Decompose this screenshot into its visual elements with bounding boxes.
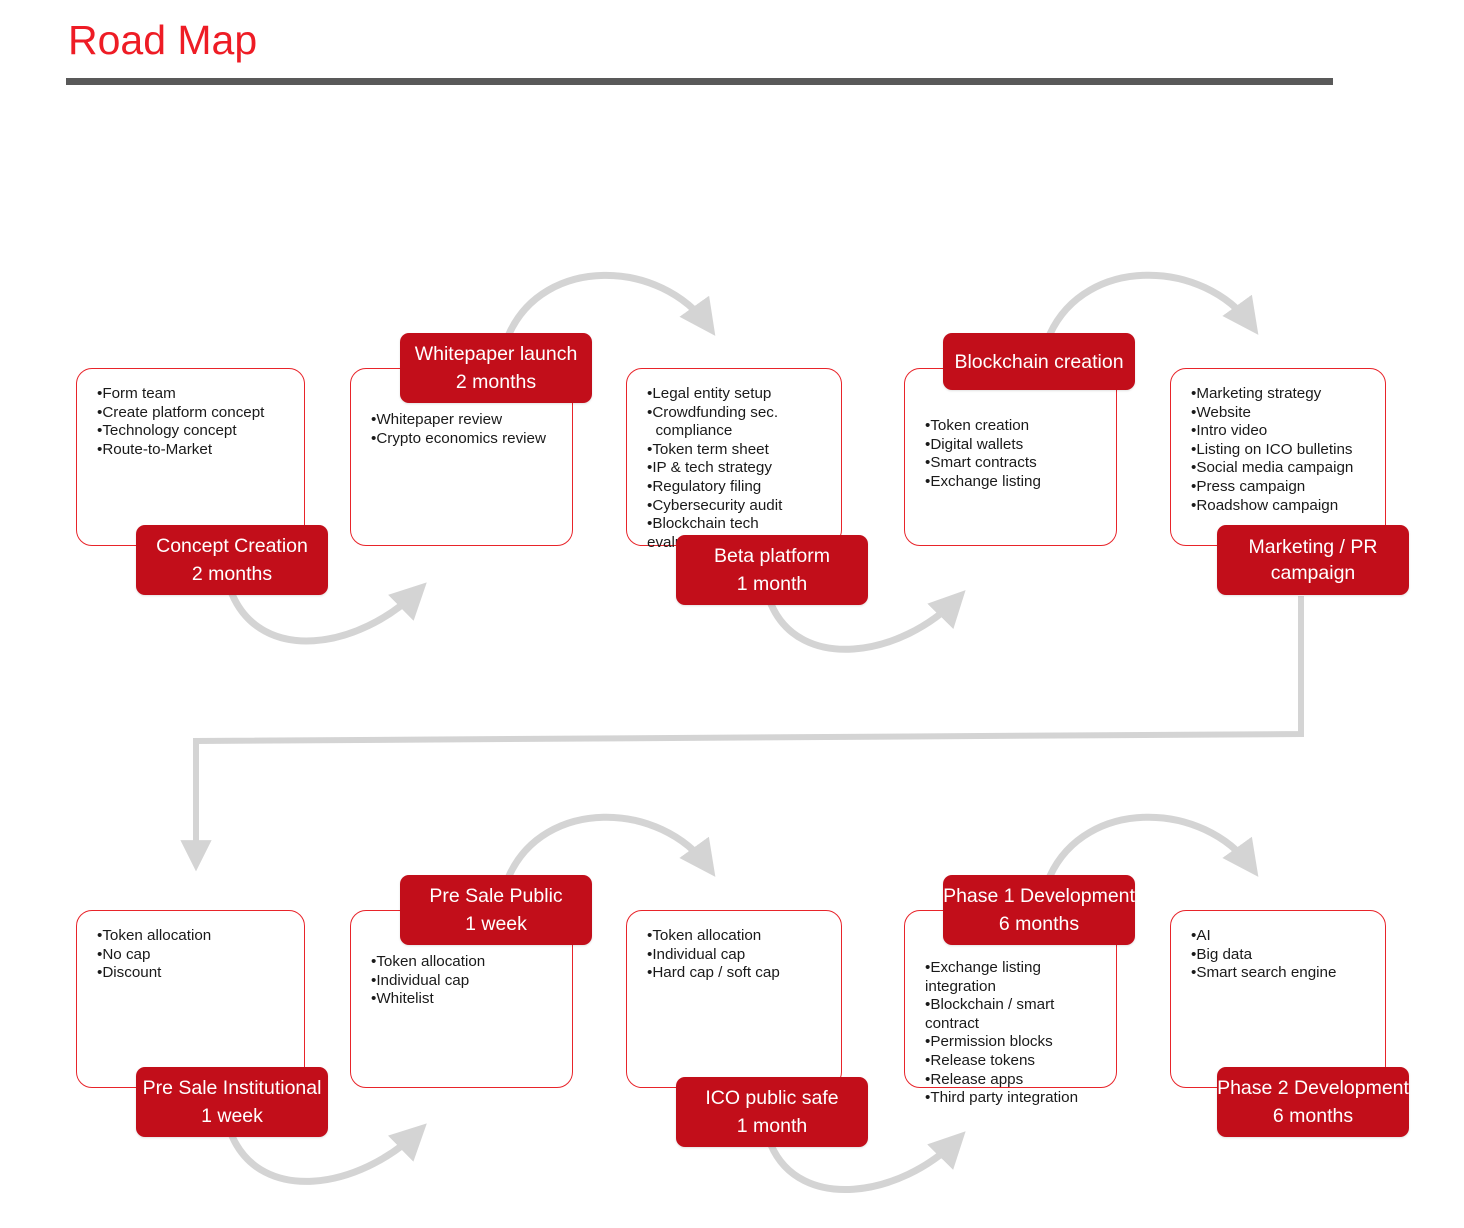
list-item: •Third party integration [925, 1089, 1079, 1107]
phase-duration: 6 months [1272, 1105, 1354, 1127]
list-item: •Cybersecurity audit [647, 496, 783, 514]
list-item: •Smart search engine [1191, 964, 1337, 982]
phase-label: Pre Sale Institutional [142, 1077, 322, 1099]
list-item: •Whitelist [371, 990, 434, 1008]
connector-blockchain-to-marketing [1046, 271, 1259, 338]
list-item: •Blockchain / smart contract [925, 996, 1059, 1032]
phase-duration: 1 month [736, 1115, 808, 1137]
phase-card-phase-2-development[interactable]: •AI •Big data •Smart search engine [1170, 910, 1386, 1088]
phase-bullet-list: •Legal entity setup •Crowdfunding sec. c… [647, 385, 827, 552]
list-item: •Smart contracts [925, 454, 1037, 472]
phase-card-phase-1-development[interactable]: •Exchange listing integration •Blockchai… [904, 910, 1117, 1106]
list-item: •Big data [1191, 945, 1253, 963]
connector-whitepaper-to-beta [505, 271, 716, 338]
list-item: •Permission blocks [925, 1033, 1053, 1051]
phase-chip-phase-1-development[interactable]: Phase 1 Development 6 months [943, 875, 1135, 945]
connector-presale-institutional-to-presale-public [228, 1123, 427, 1185]
list-item: •Individual cap [647, 945, 746, 963]
phase-duration: 2 months [455, 371, 537, 393]
phase-chip-pre-sale-public[interactable]: Pre Sale Public 1 week [400, 875, 592, 945]
list-item: •Legal entity setup [647, 385, 772, 402]
connector-concept-to-whitepaper [228, 582, 427, 645]
list-item: •Token allocation [371, 953, 486, 970]
list-item: •Digital wallets [925, 435, 1024, 453]
connector-beta-to-blockchain [767, 590, 966, 653]
list-item: •Intro video [1191, 422, 1268, 440]
list-item: •Create platform concept [97, 403, 265, 421]
phase-duration: 1 month [736, 573, 808, 595]
phase-bullet-list: •Token allocation •No cap •Discount [97, 927, 290, 983]
phase-bullet-list: •Marketing strategy •Website •Intro vide… [1191, 385, 1371, 515]
phase-label: Pre Sale Public [429, 885, 563, 907]
phase-card-ico-public-safe[interactable]: •Token allocation •Individual cap •Hard … [626, 910, 842, 1088]
phase-chip-pre-sale-institutional[interactable]: Pre Sale Institutional 1 week [136, 1067, 328, 1137]
phase-duration: 2 months [191, 563, 273, 585]
phase-duration: 1 week [465, 913, 527, 935]
list-item: •Release apps [925, 1070, 1024, 1088]
list-item: •Individual cap [371, 971, 470, 989]
phase-bullet-list: •Exchange listing integration •Blockchai… [925, 959, 1102, 1108]
list-item: •Crypto economics review [371, 429, 546, 447]
phase-label: ICO public safe [705, 1087, 839, 1109]
list-item: •Token allocation [647, 927, 762, 944]
list-item: •Social media campaign [1191, 459, 1354, 477]
connector-marketing-to-presale-institutional [180, 596, 1304, 872]
phase-label: Whitepaper launch [414, 343, 578, 365]
phase-bullet-list: •Token allocation •Individual cap •White… [371, 953, 558, 1009]
list-item: •Roadshow campaign [1191, 496, 1339, 514]
phase-duration: 1 week [201, 1105, 263, 1127]
list-item: •Form team [97, 385, 176, 402]
list-item: •Exchange listing [925, 472, 1041, 490]
list-item: •Regulatory filing [647, 477, 762, 495]
phase-chip-ico-public-safe[interactable]: ICO public safe 1 month [676, 1077, 868, 1147]
phase-bullet-list: •Token creation •Digital wallets •Smart … [925, 417, 1102, 491]
list-item: •Route-to-Market [97, 440, 213, 458]
phase-chip-marketing-pr-campaign[interactable]: Marketing / PR campaign [1217, 525, 1409, 595]
phase-card-marketing-pr-campaign[interactable]: •Marketing strategy •Website •Intro vide… [1170, 368, 1386, 546]
phase-card-beta-platform[interactable]: •Legal entity setup •Crowdfunding sec. c… [626, 368, 842, 551]
phase-chip-phase-2-development[interactable]: Phase 2 Development 6 months [1217, 1067, 1409, 1137]
list-item: •IP & tech strategy [647, 459, 772, 477]
phase-bullet-list: •AI •Big data •Smart search engine [1191, 927, 1371, 983]
list-item: •Release tokens [925, 1051, 1036, 1069]
phase-chip-blockchain-creation[interactable]: Blockchain creation [943, 333, 1135, 390]
list-item: •Technology concept [97, 422, 237, 440]
connector-presale-public-to-ico [505, 813, 716, 880]
list-item: •Press campaign [1191, 477, 1306, 495]
phase-label: Phase 2 Development [1217, 1077, 1409, 1099]
list-item: •Token creation [925, 417, 1030, 434]
list-item: •Exchange listing integration [925, 959, 1046, 995]
phase-label: Beta platform [714, 545, 830, 567]
phase-bullet-list: •Whitepaper review •Crypto economics rev… [371, 411, 558, 448]
list-item: •Token term sheet [647, 440, 769, 458]
phase-chip-beta-platform[interactable]: Beta platform 1 month [676, 535, 868, 605]
list-item: •Website [1191, 403, 1251, 421]
phase-label: Concept Creation [156, 535, 308, 557]
phase-chip-whitepaper-launch[interactable]: Whitepaper launch 2 months [400, 333, 592, 403]
phase-bullet-list: •Form team •Create platform concept •Tec… [97, 385, 290, 459]
list-item: •Hard cap / soft cap [647, 964, 780, 982]
list-item: •Token allocation [97, 927, 212, 944]
list-item: •Listing on ICO bulletins [1191, 440, 1353, 458]
phase-label: Marketing / PR campaign [1248, 536, 1378, 584]
phase-card-blockchain-creation[interactable]: •Token creation •Digital wallets •Smart … [904, 368, 1117, 546]
phase-label: Phase 1 Development [943, 885, 1135, 907]
phase-card-pre-sale-institutional[interactable]: •Token allocation •No cap •Discount [76, 910, 305, 1088]
page-title: Road Map [68, 17, 258, 63]
phase-card-concept-creation[interactable]: •Form team •Create platform concept •Tec… [76, 368, 305, 546]
title-divider [66, 78, 1333, 85]
phase-duration: 6 months [998, 913, 1080, 935]
list-item: •Discount [97, 964, 162, 982]
list-item: •Crowdfunding sec. compliance [647, 403, 779, 440]
phase-label: Blockchain creation [954, 350, 1124, 373]
list-item: •AI [1191, 927, 1211, 944]
phase-chip-concept-creation[interactable]: Concept Creation 2 months [136, 525, 328, 595]
phase-bullet-list: •Token allocation •Individual cap •Hard … [647, 927, 827, 983]
list-item: •Whitepaper review [371, 411, 503, 428]
list-item: •Marketing strategy [1191, 385, 1322, 402]
list-item: •No cap [97, 945, 151, 963]
connector-phase1-to-phase2 [1046, 813, 1259, 880]
